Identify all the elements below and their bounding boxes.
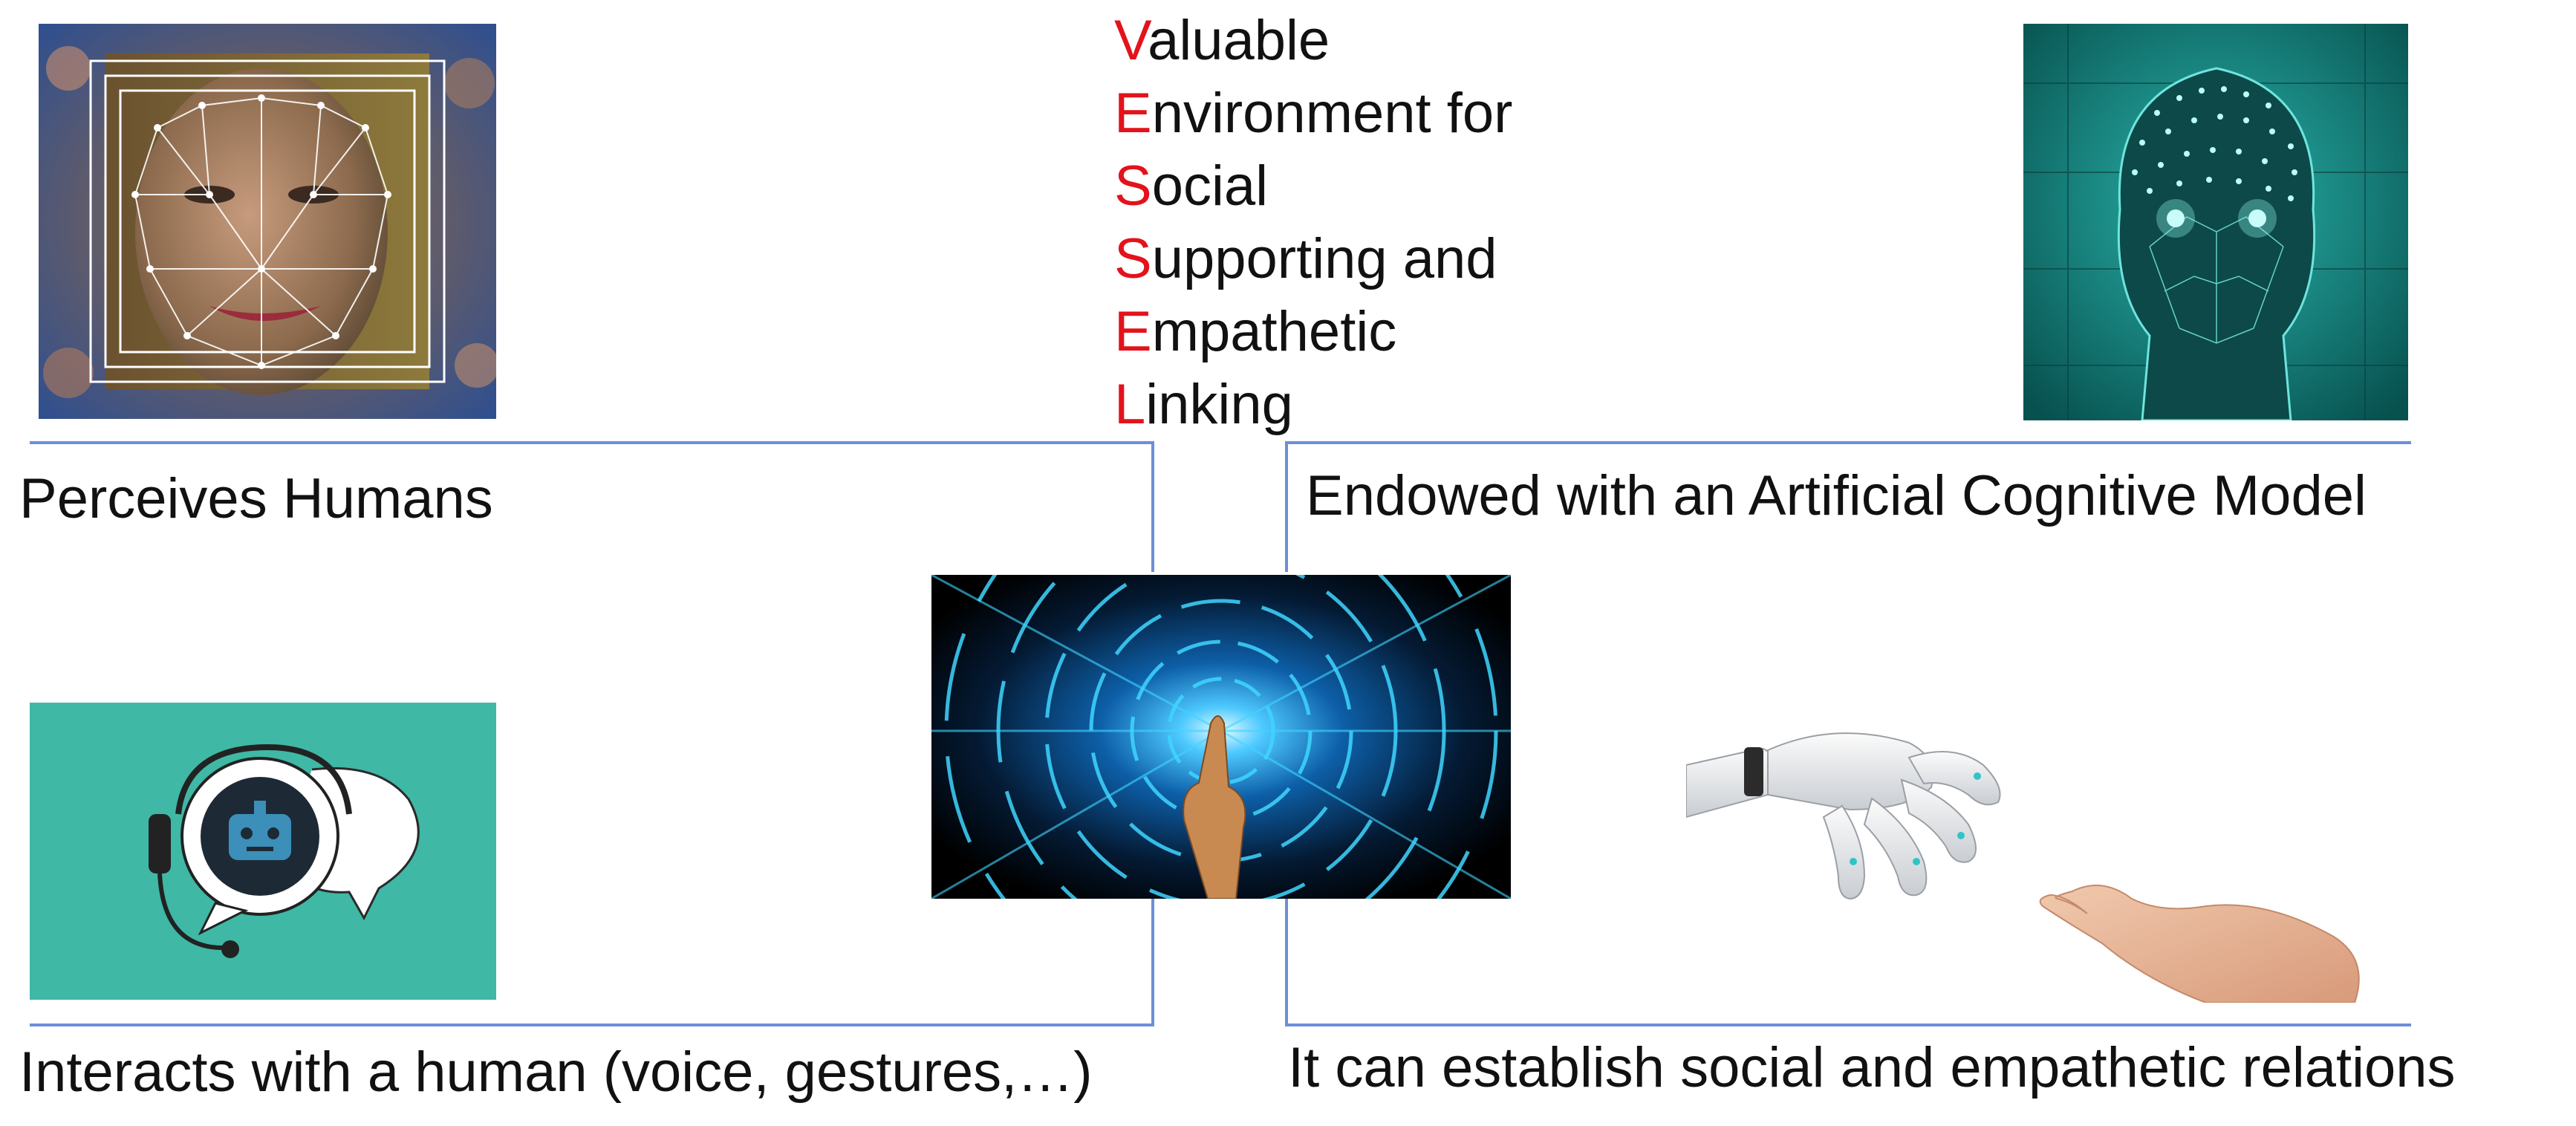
ai-head-icon bbox=[2023, 24, 2408, 420]
chatbot-headset-icon bbox=[149, 743, 420, 958]
acronym-initial: L bbox=[1114, 373, 1146, 436]
label-social-relations: It can establish social and empathetic r… bbox=[1288, 1036, 2456, 1099]
acronym-row-4: Supporting and bbox=[1114, 223, 1512, 296]
acronym-word: nvironment for bbox=[1151, 82, 1513, 145]
acronym-word: upporting and bbox=[1151, 227, 1497, 290]
acronym-row-2: Environment for bbox=[1114, 77, 1512, 150]
center-touch-image bbox=[931, 575, 1511, 899]
face-mesh-icon bbox=[39, 24, 496, 419]
digital-tunnel-icon bbox=[931, 575, 1511, 899]
connector-top-left-horizontal bbox=[30, 441, 1154, 444]
label-perceives-humans: Perceives Humans bbox=[19, 467, 493, 530]
connector-bottom-left-vertical bbox=[1151, 899, 1154, 1026]
acronym-row-5: Empathetic bbox=[1114, 296, 1512, 368]
face-recognition-image bbox=[39, 24, 496, 419]
acronym-row-3: Social bbox=[1114, 150, 1512, 223]
acronym-row-1: Valuable bbox=[1114, 4, 1512, 77]
acronym-word: aluable bbox=[1148, 9, 1330, 72]
ai-head-image bbox=[2023, 24, 2408, 420]
connector-bottom-right-vertical bbox=[1285, 899, 1288, 1026]
acronym-word: ocial bbox=[1151, 154, 1269, 218]
connector-top-right-horizontal bbox=[1285, 441, 2411, 444]
connector-top-left-vertical bbox=[1151, 441, 1154, 572]
connector-bottom-left-horizontal bbox=[30, 1024, 1154, 1026]
connector-top-right-vertical bbox=[1285, 441, 1288, 572]
connector-bottom-right-horizontal bbox=[1285, 1024, 2411, 1026]
label-cognitive-model: Endowed with an Artificial Cognitive Mod… bbox=[1306, 464, 2367, 527]
acronym-initial: E bbox=[1114, 300, 1152, 363]
robot-human-hands-image bbox=[1686, 713, 2384, 1003]
acronym-initial: S bbox=[1114, 227, 1152, 290]
chatbot-image bbox=[30, 703, 496, 1000]
acronym-initial: V bbox=[1114, 9, 1148, 72]
acronym-word: mpathetic bbox=[1151, 300, 1397, 363]
acronym-word: inking bbox=[1145, 373, 1293, 436]
acronym-row-6: Linking bbox=[1114, 368, 1512, 441]
robot-hand-icon bbox=[1686, 732, 2360, 1003]
label-interacts-with-human: Interacts with a human (voice, gestures,… bbox=[19, 1041, 1093, 1104]
acronym-initial: S bbox=[1114, 154, 1152, 218]
acronym-initial: E bbox=[1114, 82, 1152, 145]
acronym-block: Valuable Environment for Social Supporti… bbox=[1114, 4, 1512, 441]
